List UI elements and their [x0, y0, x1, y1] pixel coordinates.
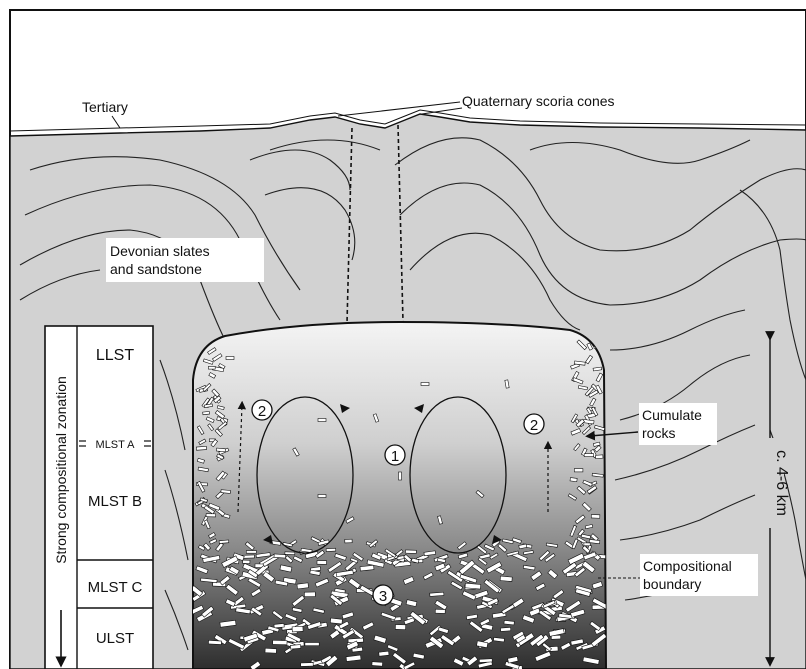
svg-text:1: 1	[391, 448, 399, 465]
unit-mlst-c: MLST C	[88, 579, 143, 596]
devonian-label-line2: and sandstone	[110, 261, 202, 277]
devonian-label-line1: Devonian slates	[110, 243, 210, 259]
tertiary-label: Tertiary	[82, 99, 128, 115]
unit-llst: LLST	[96, 347, 134, 364]
compositional-label-line1: Compositional	[643, 558, 732, 574]
quaternary-label: Quaternary scoria cones	[462, 93, 615, 109]
marker-1: 1	[385, 445, 405, 465]
compositional-label-line2: boundary	[643, 576, 701, 592]
unit-ulst: ULST	[96, 630, 134, 647]
unit-mlst-b: MLST B	[88, 493, 142, 510]
svg-text:3: 3	[379, 588, 387, 605]
column-side-label: Strong compositional zonation	[53, 376, 69, 564]
cumulate-label-line2: rocks	[642, 425, 675, 441]
svg-text:2: 2	[258, 403, 266, 420]
magma-chamber	[191, 322, 609, 669]
marker-2-right: 2	[524, 414, 544, 434]
svg-text:2: 2	[530, 417, 538, 434]
marker-2-left: 2	[252, 400, 272, 420]
marker-3: 3	[373, 585, 393, 605]
depth-label: c. 4-6 km	[773, 450, 790, 516]
stratigraphic-column: Strong compositional zonation LLST MLST …	[45, 326, 153, 669]
unit-mlst-a: MLST A	[96, 439, 136, 451]
cumulate-label-line1: Cumulate	[642, 407, 702, 423]
